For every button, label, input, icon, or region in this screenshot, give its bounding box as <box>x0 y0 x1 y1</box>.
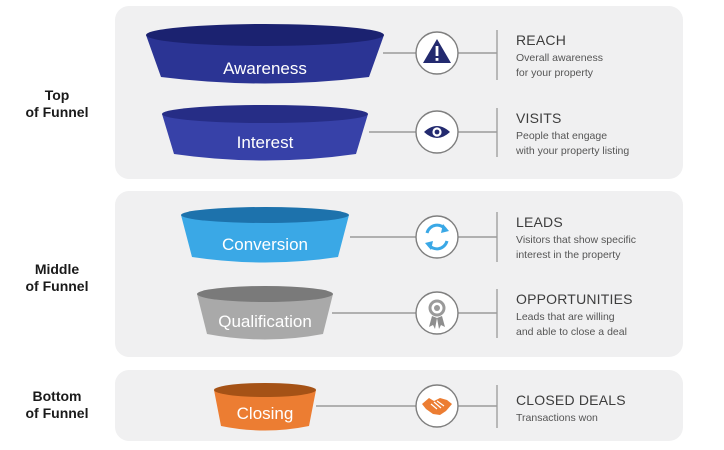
metric-opportunities: OPPORTUNITIES Leads that are willing and… <box>516 291 633 338</box>
top-of-funnel-label: Top of Funnel <box>25 87 89 120</box>
funnel-rim-awareness <box>146 24 384 46</box>
handshake-icon <box>415 384 459 428</box>
stage-conversion: Conversion <box>181 207 498 263</box>
refresh-icon <box>415 215 459 259</box>
funnel-body-qualification <box>197 294 333 340</box>
funnel-rim-qualification <box>197 286 333 302</box>
funnel-rim-interest <box>162 105 368 123</box>
funnel-body-interest <box>162 114 368 161</box>
warning-icon <box>415 31 459 75</box>
metric-reach: REACH Overall awareness for your propert… <box>516 32 603 79</box>
funnel-rim-closing <box>214 383 316 397</box>
metric-leads: LEADS Visitors that show specific intere… <box>516 214 637 261</box>
stage-closing: Closing <box>214 383 498 431</box>
stage-qualification: Qualification <box>197 286 498 340</box>
stage-awareness: Awareness <box>146 24 498 84</box>
stage-label-interest: Interest <box>237 133 294 152</box>
stage-interest: Interest <box>162 105 498 161</box>
stage-label-qualification: Qualification <box>218 312 312 331</box>
funnel-body-awareness <box>146 35 384 84</box>
stage-label-awareness: Awareness <box>223 59 307 78</box>
eye-icon <box>415 110 459 154</box>
stage-label-conversion: Conversion <box>222 235 308 254</box>
metric-visits: VISITS People that engage with your prop… <box>516 110 630 157</box>
middle-of-funnel-label: Middle of Funnel <box>25 261 89 294</box>
award-ribbon-icon <box>415 291 459 335</box>
bottom-of-funnel-label: Bottom of Funnel <box>25 388 89 421</box>
funnel-body-closing <box>214 390 316 431</box>
funnel-body-conversion <box>181 215 349 263</box>
funnel-rim-conversion <box>181 207 349 223</box>
stage-label-closing: Closing <box>237 404 294 423</box>
metric-closed-deals: CLOSED DEALS Transactions won <box>516 392 626 424</box>
